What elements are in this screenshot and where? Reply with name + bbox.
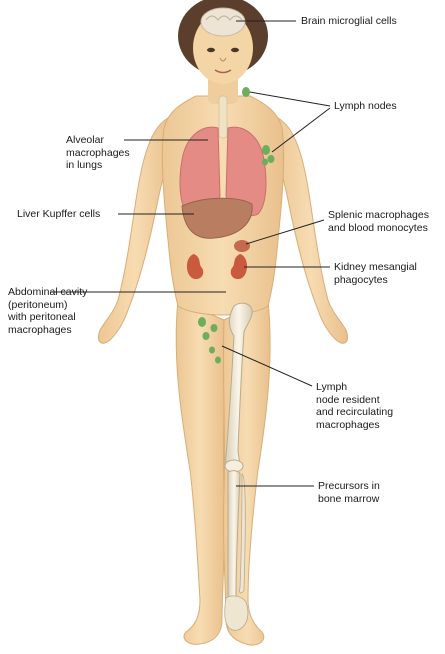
lymph-node-groin-4 [209,347,215,354]
label-precursors-bone-marrow: Precursors in bone marrow [318,480,380,505]
label-alveolar-macrophages: Alveolar macrophages in lungs [66,134,130,172]
label-brain-microglial-cells: Brain microglial cells [301,15,397,28]
lymph-node-neck [242,87,250,97]
lymph-node-axilla-3 [262,159,268,166]
label-kidney-mesangial-phagocytes: Kidney mesangial phagocytes [334,261,417,286]
brain-organ [201,8,245,36]
left-leg [176,300,224,644]
trachea [219,96,227,138]
label-splenic-macrophages: Splenic macrophages and blood monocytes [328,209,429,234]
lymph-node-groin-5 [215,357,221,364]
lymph-node-groin-3 [203,332,210,340]
lymph-node-groin-1 [198,317,206,327]
label-abdominal-cavity: Abdominal cavity (peritoneum) with perit… [8,286,87,336]
lymph-node-axilla-2 [268,155,275,163]
label-lymph-nodes: Lymph nodes [334,100,397,113]
foot-bones [225,596,248,630]
label-lymph-node-resident-macrophages: Lymph node resident and recirculating ma… [316,381,393,431]
label-liver-kupffer-cells: Liver Kupffer cells [17,208,100,221]
lymph-node-groin-2 [211,324,218,332]
lymph-node-axilla-1 [262,145,270,155]
spleen-organ [234,240,250,252]
